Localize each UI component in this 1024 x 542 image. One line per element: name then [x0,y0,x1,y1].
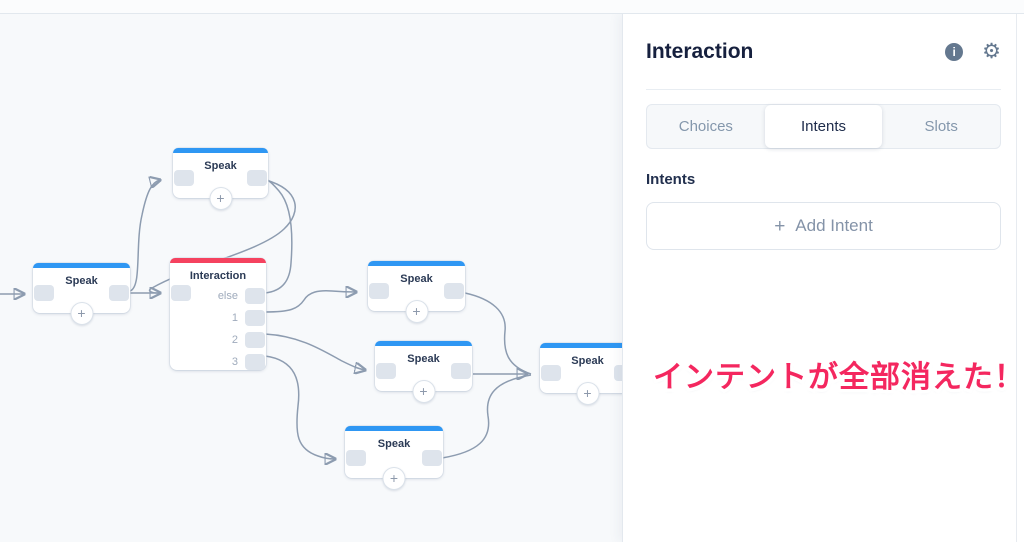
flow-canvas[interactable]: Speak + Speak + Interaction else 1 2 [0,0,622,542]
annotation-outline: インテントが全部消えた！ [650,358,1024,398]
input-port[interactable] [376,363,396,379]
flow-edges [0,0,532,542]
port-row-else: else [170,285,266,307]
add-step-button[interactable]: + [412,380,435,403]
edge-port2-speak2 [264,333,365,370]
node-speak-top[interactable]: Speak + [173,148,268,210]
port-row-2: 2 [170,329,266,351]
add-step-button[interactable]: + [70,302,93,325]
panel-header-icons: i ⚙ [945,39,1001,63]
panel-tabs: Choices Intents Slots [646,104,1001,149]
node-header-bar [170,258,266,263]
add-step-button[interactable]: + [382,467,406,490]
tab-choices[interactable]: Choices [678,118,733,135]
edge-speak1-speak4 [464,292,532,375]
output-port-else[interactable] [245,288,265,304]
edge-port3-speak3 [264,355,335,459]
output-port[interactable] [444,283,464,299]
input-port[interactable] [541,365,561,381]
node-speak-r1[interactable]: Speak + [368,261,465,323]
plus-icon: + [774,215,786,237]
node-header-bar [368,261,465,266]
input-port[interactable] [346,450,366,466]
output-port[interactable] [614,365,622,381]
edge-else-loop [264,179,293,294]
port-row-3: 3 [170,351,266,373]
node-header-bar [375,341,472,346]
node-header-bar [173,148,268,153]
gear-icon[interactable]: ⚙ [982,39,1001,63]
port-label: 1 [231,312,238,324]
node-header-bar [33,263,130,268]
top-toolbar-edge [0,0,1024,14]
panel-title: Interaction [646,39,754,63]
output-port-3[interactable] [245,354,265,370]
edge-port1-speak1 [264,291,356,313]
output-port-2[interactable] [245,332,265,348]
input-port[interactable] [174,170,194,186]
tab-slots[interactable]: Slots [924,118,958,135]
panel-header: Interaction i ⚙ [646,14,1001,90]
port-label: else [217,290,238,302]
edge-speaktop-arc [148,179,296,294]
node-speak-r2[interactable]: Speak + [375,341,472,403]
output-port[interactable] [451,363,471,379]
edge-speak3-speak4 [441,374,532,459]
annotation-fill: インテントが全部消えた！ [653,361,1024,394]
node-header-bar [345,426,443,431]
add-intent-button[interactable]: + Add Intent [646,202,1001,250]
port-label: 3 [231,356,238,368]
interaction-settings-panel: Interaction i ⚙ Choices Intents Slots In… [622,14,1024,542]
add-step-button[interactable]: + [405,300,428,323]
intents-section-heading: Intents [646,171,696,188]
node-title: Speak [377,438,411,450]
output-port[interactable] [109,285,129,301]
node-title: Speak [571,355,604,367]
node-speak-r3[interactable]: Speak + [345,426,443,490]
node-speak-left[interactable]: Speak + [33,263,130,325]
node-title: Speak [400,273,433,285]
interaction-port-rows: else 1 2 3 [170,285,266,373]
node-header-bar [540,343,622,348]
tab-intents[interactable]: Intents [764,105,883,148]
input-port[interactable] [34,285,54,301]
port-row-1: 1 [170,307,266,329]
input-port[interactable] [171,285,191,301]
node-title: Interaction [189,270,247,282]
add-step-button[interactable]: + [209,187,232,210]
output-port[interactable] [247,170,267,186]
panel-scroll-gutter [1016,14,1017,542]
input-port[interactable] [369,283,389,299]
node-title: Speak [204,160,237,172]
add-step-button[interactable]: + [576,382,599,405]
annotation-text: インテントが全部消えた！ インテントが全部消えた！ [650,352,1024,398]
output-port-1[interactable] [245,310,265,326]
add-intent-label: Add Intent [795,216,873,235]
edge-loop-to-speaktop [129,180,160,292]
node-title: Speak [407,353,440,365]
node-speak-r4[interactable]: Speak + [540,343,622,405]
node-title: Speak [65,275,98,287]
node-interaction[interactable]: Interaction else 1 2 3 [170,258,266,370]
output-port[interactable] [422,450,442,466]
info-icon[interactable]: i [945,42,964,61]
port-label: 2 [231,334,238,346]
